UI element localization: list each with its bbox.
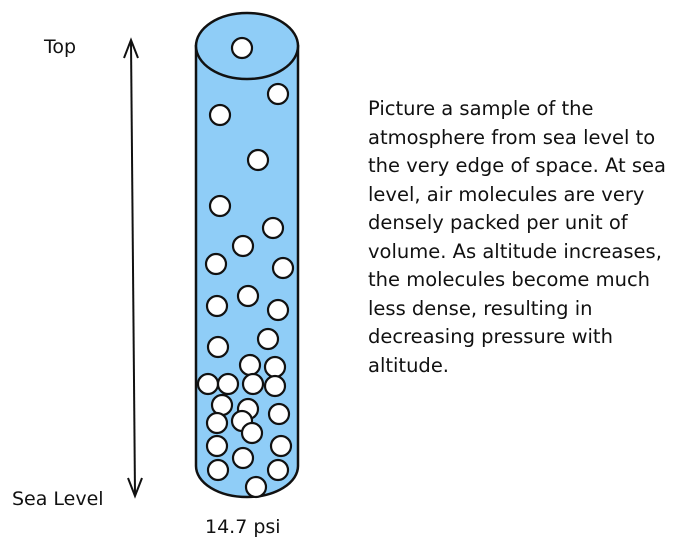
- altitude-arrow: [123, 37, 143, 499]
- top-label: Top: [44, 36, 77, 58]
- air-molecule: [246, 148, 270, 172]
- air-molecule: [266, 82, 290, 106]
- air-molecule: [256, 327, 280, 351]
- air-molecules: [196, 36, 295, 499]
- air-molecule: [261, 216, 285, 240]
- air-molecule: [244, 475, 268, 499]
- description-text: Picture a sample of the atmosphere from …: [368, 97, 666, 377]
- pressure-label: 14.7 psi: [205, 516, 281, 538]
- sea-level-label: Sea Level: [12, 488, 104, 510]
- air-molecule: [208, 194, 232, 218]
- air-molecule: [266, 458, 290, 482]
- air-molecule: [231, 234, 255, 258]
- air-molecule: [208, 103, 232, 127]
- air-molecule: [240, 421, 264, 445]
- air-molecule: [216, 372, 240, 396]
- air-molecule: [267, 402, 291, 426]
- air-molecule: [230, 36, 254, 60]
- air-molecule: [196, 372, 220, 396]
- air-molecule: [266, 298, 290, 322]
- air-molecule: [205, 294, 229, 318]
- air-molecule: [238, 353, 262, 377]
- air-molecule: [206, 335, 230, 359]
- air-molecule: [205, 411, 229, 435]
- air-molecule: [263, 374, 287, 398]
- air-molecule: [236, 284, 260, 308]
- air-molecule: [210, 393, 234, 417]
- air-molecule: [271, 256, 295, 280]
- air-molecule: [205, 434, 229, 458]
- air-molecule: [206, 458, 230, 482]
- air-molecule: [269, 434, 293, 458]
- air-molecule: [204, 252, 228, 276]
- air-molecule: [231, 446, 255, 470]
- air-molecule: [241, 372, 265, 396]
- air-molecule: [263, 355, 287, 379]
